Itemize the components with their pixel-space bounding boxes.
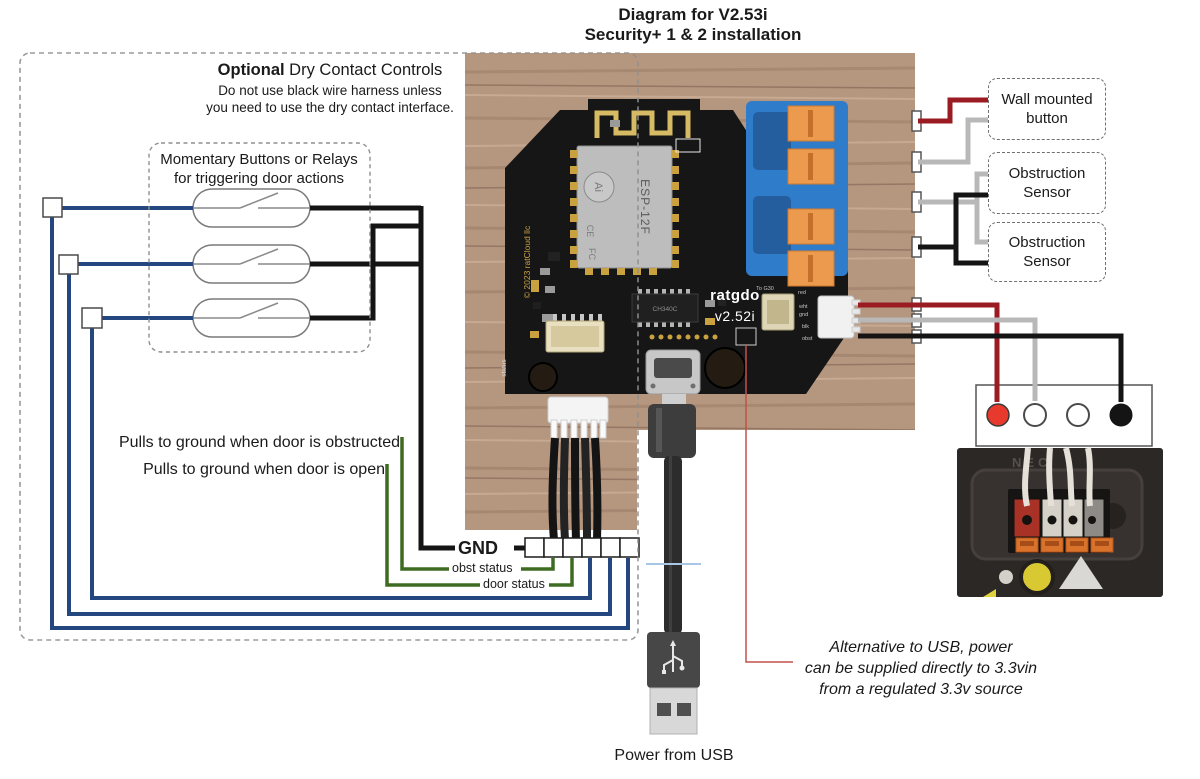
board-copyright-text: © 2023 ratCloud llc — [522, 225, 532, 298]
terminal-circle-white — [1023, 403, 1047, 427]
obstruction2-line1: Obstruction — [1008, 234, 1086, 251]
wall-button-line2: button — [1026, 110, 1068, 127]
dry-contact-dashed-region — [19, 52, 639, 641]
blue-terminal-block — [746, 101, 848, 287]
status-led-label: status — [501, 359, 508, 377]
switch-symbol — [192, 188, 311, 228]
pulls-obstructed-label: Pulls to ground when door is obstructed — [118, 434, 400, 451]
wifi-antenna-trace — [594, 110, 691, 138]
opener-brand-text: NEC — [1012, 455, 1051, 470]
momentary-line2: for triggering door actions — [173, 170, 345, 187]
wall-button-line1: Wall mounted — [1001, 91, 1093, 108]
micro-usb-port — [645, 349, 701, 395]
optional-bold-word: Optional — [217, 61, 285, 79]
obstruction1-line1: Obstruction — [1008, 165, 1086, 182]
ratgdo-logo-text: ratgdo — [710, 287, 760, 304]
module-name-text: ESP-12F — [638, 179, 652, 235]
diagram-title: Diagram for V2.53i Security+ 1 & 2 insta… — [585, 5, 802, 45]
plated-hole-row — [649, 334, 718, 340]
pulls-open-label: Pulls to ground when door is open — [143, 461, 385, 478]
wall-button-wires — [918, 97, 988, 165]
title-line1: Diagram for V2.53i — [618, 5, 768, 24]
svg-text:gnd: gnd — [799, 312, 808, 318]
ribbon-connector — [547, 396, 609, 439]
power-callout-line — [745, 345, 793, 663]
terminal-circle-black — [1109, 403, 1133, 427]
momentary-buttons-label: Momentary Buttons or Relays for triggeri… — [160, 150, 358, 188]
usb-cable-photo — [646, 394, 701, 735]
mounting-hole — [704, 347, 746, 389]
opener-white-dot — [999, 570, 1013, 584]
obstruction-sensor-wires — [918, 171, 988, 266]
obstruction2-line2: Sensor — [1023, 253, 1071, 270]
usb-a-plug — [647, 632, 700, 735]
right-jst-connector — [761, 293, 795, 331]
terminal-circle-red — [986, 403, 1010, 427]
esp12f-module: Ai ESP-12F CE FC — [570, 145, 679, 275]
terminal-levers — [787, 105, 835, 287]
alt-power-line2: can be supplied directly to 3.3vin — [804, 660, 1038, 677]
fcc-mark: FC — [587, 248, 597, 260]
wall-mounted-button-box: Wall mounted button — [988, 78, 1106, 140]
optional-heading: Optional Dry Contact Controls — [206, 62, 454, 79]
harness-plug — [817, 295, 861, 339]
opener-terminal-circles — [986, 403, 1133, 427]
opener-orange-clips — [1015, 537, 1114, 553]
status-green-wires — [385, 437, 574, 587]
door-status-label: door status — [483, 577, 545, 591]
obstruction-sensor-box-2: Obstruction Sensor — [988, 222, 1106, 282]
module-logo-text: Ai — [592, 182, 604, 192]
ratgdo-board-photo: Ai ESP-12F CE FC — [501, 99, 861, 541]
optional-rest: Dry Contact Controls — [284, 61, 443, 79]
opener-harness-wires — [858, 302, 1124, 402]
switch-symbol — [192, 244, 311, 284]
black-ribbon-cable — [548, 437, 602, 541]
optional-note: Optional Dry Contact Controls Do not use… — [206, 62, 454, 116]
svg-text:To G30: To G30 — [756, 286, 774, 292]
usb-chip-label: CH340C — [653, 306, 678, 313]
svg-text:blk: blk — [802, 324, 809, 330]
obstruction-sensor-box-1: Obstruction Sensor — [988, 152, 1106, 214]
ce-mark: CE — [585, 225, 595, 238]
usb-trident-icon — [663, 646, 683, 672]
board-version-text: v2.52i — [715, 308, 755, 324]
svg-text:red: red — [798, 290, 806, 296]
title-line2: Security+ 1 & 2 installation — [584, 25, 802, 44]
obstruction1-line2: Sensor — [1023, 184, 1071, 201]
opener-white-wires — [1022, 447, 1093, 507]
junction-squares — [42, 197, 103, 329]
usb-serial-chip: CH340C — [631, 289, 699, 327]
jst-pinout-labels: To G30 red wht gnd blk obst — [756, 286, 813, 342]
switch-symbol — [192, 298, 311, 338]
momentary-switches — [192, 188, 311, 338]
gnd-label: GND — [458, 538, 498, 558]
dry-contact-pin-header — [524, 537, 640, 558]
optional-note-line2: you need to use the dry contact interfac… — [206, 100, 454, 115]
alt-power-line3: from a regulated 3.3v source — [819, 681, 1023, 698]
ai-logo-icon — [583, 171, 615, 203]
momentary-dashed-region — [148, 142, 371, 353]
alt-power-note: Alternative to USB, power can be supplie… — [805, 637, 1037, 700]
optional-note-line1: Do not use black wire harness unless — [218, 83, 442, 98]
power-from-usb-label: Power from USB — [614, 747, 734, 764]
dry-contact-blue-wires — [50, 206, 630, 630]
svg-text:wht: wht — [798, 304, 808, 310]
opener-terminal-photo: NEC — [957, 447, 1163, 597]
alt-power-line1: Alternative to USB, power — [829, 639, 1013, 656]
obst-status-label: obst status — [452, 561, 513, 575]
left-jst-connector — [545, 314, 605, 353]
momentary-line1: Momentary Buttons or Relays — [160, 151, 358, 168]
terminal-circle-white — [1066, 403, 1090, 427]
svg-text:obst: obst — [802, 336, 813, 342]
opener-yellow-button — [1019, 559, 1055, 595]
opener-triangle-button — [1059, 556, 1103, 589]
mounting-hole — [528, 362, 558, 392]
dry-contact-black-wires — [310, 205, 527, 551]
